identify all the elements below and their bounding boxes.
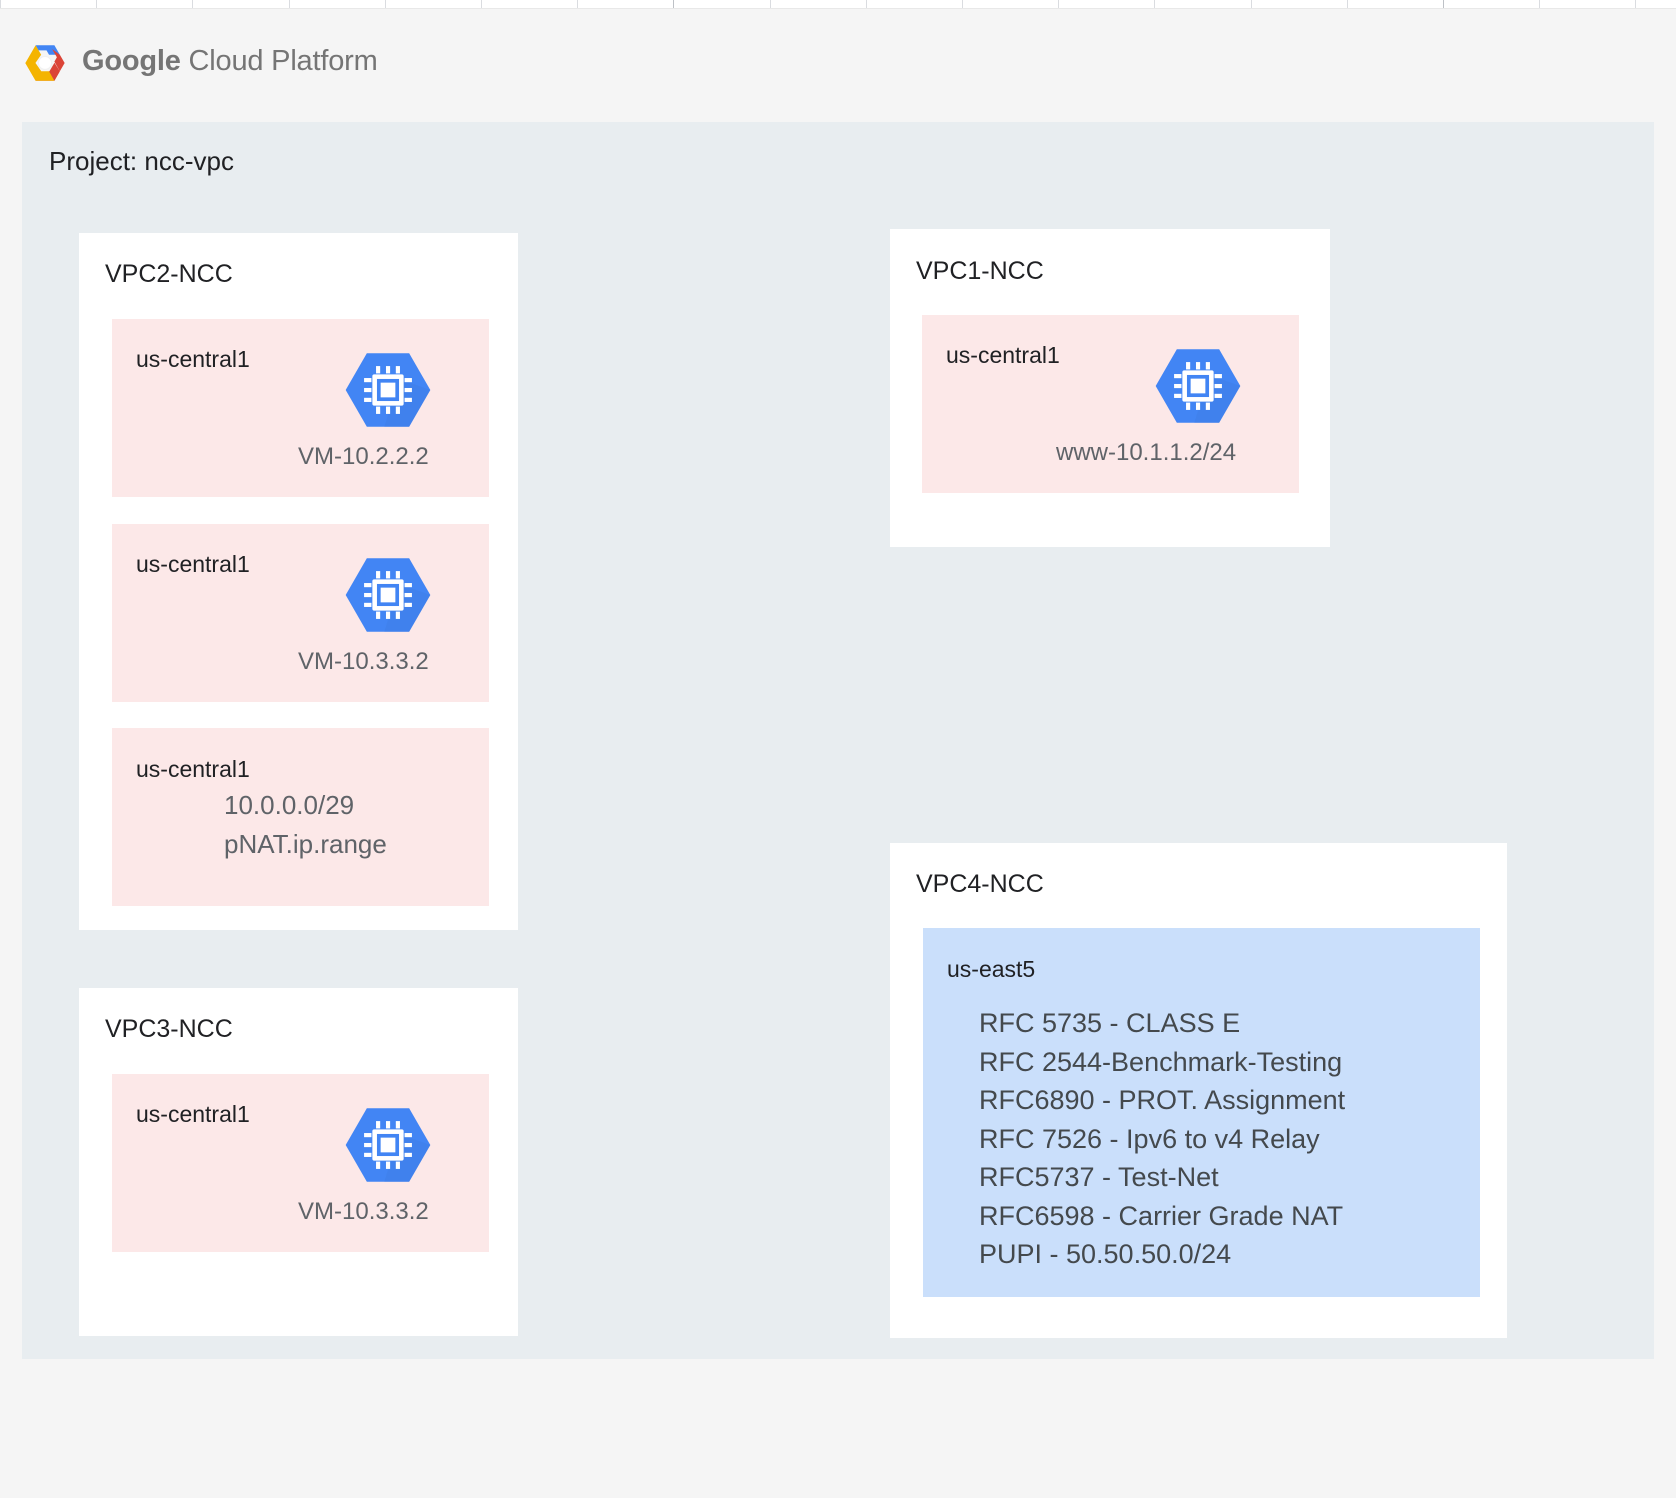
rfc-list-item-4: RFC 7526 - Ipv6 to v4 Relay xyxy=(979,1123,1320,1154)
rfc-list-item-5: RFC5737 - Test-Net xyxy=(979,1162,1219,1192)
ruler-tick xyxy=(1347,0,1348,8)
region-block-vpc3-r1[interactable]: us-central1 xyxy=(112,1074,489,1252)
rfc-list-item-3: RFC6890 - PROT. Assignment xyxy=(979,1085,1346,1115)
vpc-title-vpc2: VPC2-NCC xyxy=(105,260,233,288)
logo-wordmark: Google Cloud Platform xyxy=(82,45,378,78)
logo-wordmark-google: Google xyxy=(82,45,181,77)
vm-compute-icon-vpc2-r1[interactable] xyxy=(342,344,434,436)
ruler-tick xyxy=(192,0,193,8)
ruler-tick xyxy=(1539,0,1540,8)
region-label-vpc1-r1: us-central1 xyxy=(946,342,1060,368)
project-label: Project: ncc-vpc xyxy=(49,146,234,176)
vpc-card-vpc2[interactable]: VPC2-NCC us-central1 xyxy=(79,233,518,930)
region-block-vpc2-r2[interactable]: us-central1 xyxy=(112,524,489,702)
vpc-card-vpc1[interactable]: VPC1-NCC us-central1 xyxy=(890,229,1330,547)
ruler-tick xyxy=(673,0,674,8)
region-label-vpc2-r1: us-central1 xyxy=(136,346,250,372)
ruler-tick xyxy=(1635,0,1636,8)
ruler-tick xyxy=(866,0,867,8)
ruler-tick xyxy=(0,0,1,8)
vm-compute-icon-vpc3-r1[interactable] xyxy=(342,1099,434,1191)
vm-compute-icon-vpc2-r2[interactable] xyxy=(342,549,434,641)
vpc-title-vpc1: VPC1-NCC xyxy=(916,257,1044,285)
ruler-tick xyxy=(1058,0,1059,8)
project-canvas: Project: ncc-vpc VPC2-NCC us-central1 xyxy=(22,122,1654,1359)
rfc-list-item-7: PUPI - 50.50.50.0/24 xyxy=(979,1239,1232,1269)
rfc-list: RFC 5735 - CLASS E RFC 2544-Benchmark-Te… xyxy=(979,1004,1345,1274)
logo-wordmark-cloud-platform: Cloud Platform xyxy=(180,45,378,77)
region-label-vpc2-r3: us-central1 xyxy=(136,756,250,782)
vm-caption-vpc3-r1: VM-10.3.3.2 xyxy=(298,1198,429,1225)
ruler-tick xyxy=(770,0,771,8)
region-label-vpc4-r1: us-east5 xyxy=(947,956,1036,982)
rfc-list-item-6: RFC6598 - Carrier Grade NAT xyxy=(979,1200,1344,1231)
ruler-tick xyxy=(481,0,482,8)
ruler-tick xyxy=(1251,0,1252,8)
ruler-tick xyxy=(1154,0,1155,8)
page-header: Google Cloud Platform xyxy=(0,9,1676,114)
pnat-range-text: 10.0.0.0/29 pNAT.ip.range xyxy=(224,786,387,864)
vm-compute-icon-vpc1-r1[interactable] xyxy=(1152,340,1244,432)
ruler-tick xyxy=(385,0,386,8)
rfc-list-item-2: RFC 2544-Benchmark-Testing xyxy=(979,1046,1343,1077)
region-block-vpc1-r1[interactable]: us-central1 xyxy=(922,315,1299,493)
region-label-vpc2-r2: us-central1 xyxy=(136,551,250,577)
region-label-vpc3-r1: us-central1 xyxy=(136,1101,250,1127)
ruler-tick xyxy=(577,0,578,8)
rfc-list-item-1: RFC 5735 - CLASS E xyxy=(979,1008,1241,1038)
ruler-tick xyxy=(1443,0,1444,8)
region-block-vpc4-r1[interactable]: us-east5 RFC 5735 - CLASS E RFC 2544-Ben… xyxy=(923,928,1480,1297)
vpc-title-vpc4: VPC4-NCC xyxy=(916,870,1044,898)
pnat-cidr: 10.0.0.0/29 xyxy=(224,790,355,820)
google-cloud-hexagon-logo-icon xyxy=(25,44,65,81)
vm-caption-vpc1-r1: www-10.1.1.2/24 xyxy=(1056,439,1237,466)
ruler-tick xyxy=(962,0,963,8)
ruler-tick xyxy=(96,0,97,8)
region-block-vpc2-r1[interactable]: us-central1 xyxy=(112,319,489,497)
vpc-title-vpc3: VPC3-NCC xyxy=(105,1015,233,1043)
top-ruler xyxy=(0,0,1676,9)
vm-caption-vpc2-r2: VM-10.3.3.2 xyxy=(298,648,429,675)
vm-caption-vpc2-r1: VM-10.2.2.2 xyxy=(298,443,429,470)
google-cloud-platform-logo: Google Cloud Platform xyxy=(22,39,378,85)
vpc-card-vpc3[interactable]: VPC3-NCC us-central1 xyxy=(79,988,518,1336)
vpc-card-vpc4[interactable]: VPC4-NCC us-east5 RFC 5735 - CLASS E RFC… xyxy=(890,843,1507,1338)
ruler-tick xyxy=(289,0,290,8)
pnat-name: pNAT.ip.range xyxy=(224,829,387,859)
region-block-vpc2-r3[interactable]: us-central1 10.0.0.0/29 pNAT.ip.range xyxy=(112,728,489,906)
